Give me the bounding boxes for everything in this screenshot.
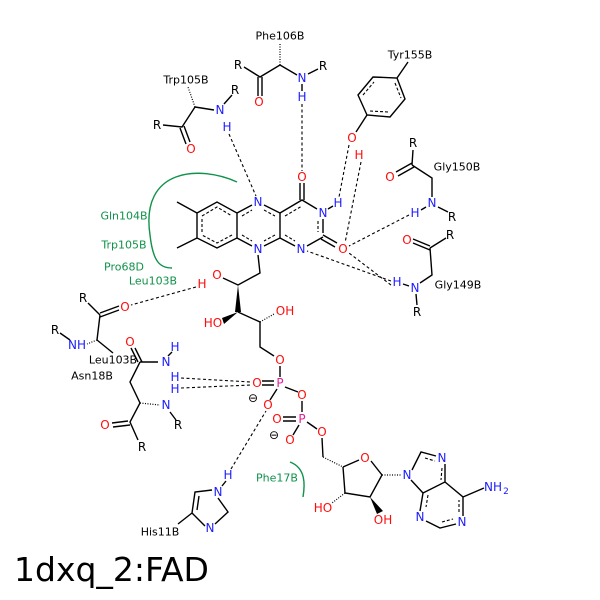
residue-label-tyr155b: Tyr155B (387, 49, 433, 62)
atom-h3: H (333, 196, 342, 210)
residue-label-asn18b: Asn18B (71, 370, 113, 383)
atom-nh2: NH (484, 480, 502, 494)
atom-o: O (385, 170, 394, 184)
atom-o5ribose: O (317, 425, 326, 439)
atom-n: N (428, 196, 437, 210)
atom-h: H (170, 370, 179, 384)
residue-label-trp105b: Trp105B (162, 74, 208, 87)
residue-labels: Phe106B Trp105B Tyr155B Gly150B Gly149B … (71, 30, 481, 539)
residue-atom-labels: R N H R O N H R R O O H R O N H R R O N … (51, 58, 456, 535)
negative-charge-icon: ⊖ (269, 428, 279, 442)
atom-o4ribose: O (360, 451, 369, 465)
diagram-title: 1dxq_2:FAD (14, 550, 209, 589)
hydrophobic-label-gln104b: Gln104B (100, 210, 147, 223)
atom-o-p2b: O (285, 433, 294, 447)
atom-r: R (153, 118, 161, 132)
residue-label-his11b: His11B (141, 526, 180, 539)
atom-h-o2prime: H (197, 277, 206, 291)
atom-h: H (170, 340, 179, 354)
residue-label-gly149b: Gly149B (435, 279, 482, 292)
atom-o: O (125, 335, 134, 349)
atom-n: N (216, 103, 225, 117)
atom-n9: N (403, 468, 412, 482)
atom-n10: N (254, 242, 263, 256)
atom-h: H (392, 275, 401, 289)
atom-h: H (354, 148, 363, 162)
atom-o4: O (297, 170, 306, 184)
atom-r: R (413, 305, 421, 319)
atom-o-p2a: O (272, 412, 281, 426)
atom-r: R (79, 291, 87, 305)
atom-n1-adenine: N (458, 515, 467, 529)
atom-n: N (206, 521, 215, 535)
atom-o2: O (338, 242, 347, 256)
hydrophobic-label-leu103b: Leu103B (129, 275, 177, 288)
hydrophobic-arc-phe17 (289, 461, 305, 498)
atom-ho3ribose: HO (314, 501, 332, 515)
atom-n: N (298, 71, 307, 85)
atom-o: O (120, 300, 129, 314)
atom-r: R (409, 136, 417, 150)
atom-o: O (254, 95, 263, 109)
atom-p2: P (298, 412, 305, 426)
atom-n5: N (254, 195, 263, 209)
residue-bonds (59, 44, 449, 527)
atom-n: N (411, 281, 420, 295)
atom-n1: N (297, 242, 306, 256)
atom-r: R (231, 83, 239, 97)
atom-r: R (51, 323, 59, 337)
atom-p1: P (276, 376, 283, 390)
atom-r: R (234, 58, 242, 72)
residue-label-gly150b: Gly150B (434, 161, 481, 174)
atom-nh: NH (68, 338, 86, 352)
atom-h: H (297, 90, 306, 104)
atom-n: N (162, 398, 171, 412)
atom-h: H (223, 468, 232, 482)
residue-label-leu103b: Leu103B (89, 354, 137, 367)
hydrophobic-label-phe17b: Phe17B (256, 472, 298, 485)
atom-oh4prime: OH (276, 304, 294, 318)
atom-o: O (186, 142, 195, 156)
atom-o-p1a: O (252, 376, 261, 390)
atom-nh2-subscript: 2 (503, 487, 509, 497)
negative-charge-icon: ⊖ (248, 391, 258, 405)
atom-ho3prime: HO (204, 316, 222, 330)
atom-o: O (402, 233, 411, 247)
fad-atom-labels: N N O N H O N O H HO OH O P O O ⊖ O P O … (197, 170, 508, 529)
atom-r: R (138, 440, 146, 454)
atom-h: H (170, 382, 179, 396)
atom-r: R (446, 228, 454, 242)
atom-oh2ribose: OH (374, 513, 392, 527)
atom-r: R (319, 59, 327, 73)
atom-n7: N (438, 451, 447, 465)
atom-o-bridge: O (297, 388, 306, 402)
atom-o5prime: O (275, 353, 284, 367)
fad-bonds (176, 183, 485, 529)
hydrophobic-arc-flavin (148, 172, 238, 269)
atom-o2prime: O (212, 268, 221, 282)
atom-o: O (100, 418, 109, 432)
atom-n: N (162, 355, 171, 369)
atom-r: R (174, 418, 182, 432)
hydrophobic-label-pro68d: Pro68D (104, 261, 144, 274)
atom-o-p1b: O (263, 398, 272, 412)
atom-n: N (214, 485, 223, 499)
atom-n3-adenine: N (416, 510, 425, 524)
atom-r: R (448, 210, 456, 224)
atom-o: O (347, 131, 356, 145)
atom-n3: N (319, 206, 328, 220)
hydrogen-bonds (130, 104, 410, 470)
residue-label-phe106b: Phe106B (256, 30, 305, 43)
atom-h: H (410, 206, 419, 220)
hydrophobic-label-trp105b: Trp105B (100, 239, 146, 252)
atom-h: H (222, 120, 231, 134)
